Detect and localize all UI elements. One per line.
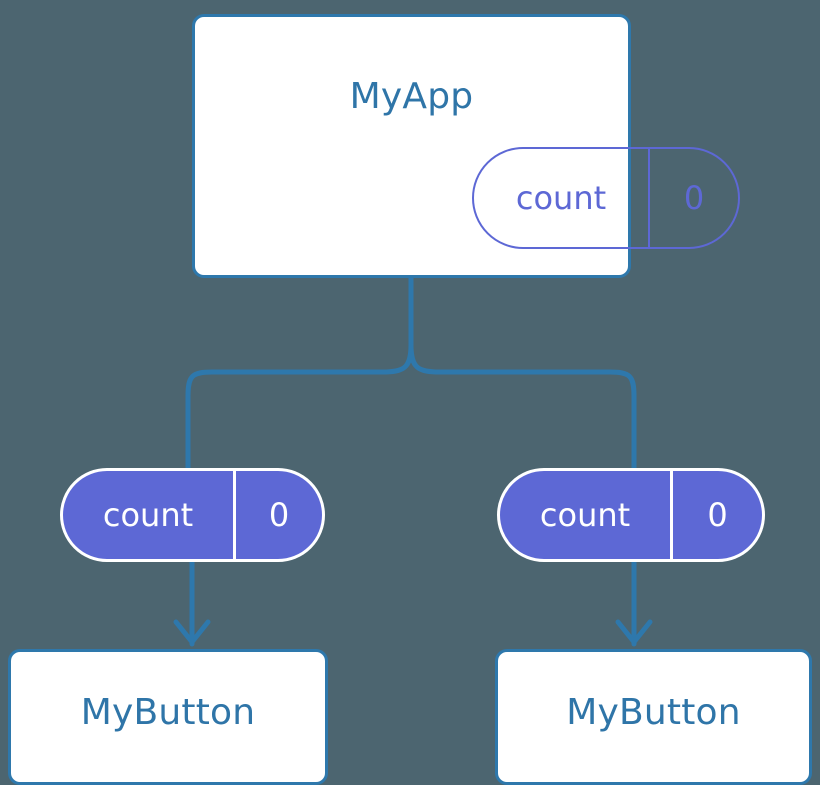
state-value-label: 0 [648,149,738,247]
component-box-mybutton-right[interactable]: MyButton [495,649,812,785]
arrow-head-left-icon [173,619,211,645]
state-value-label: 0 [670,471,762,559]
state-key-label: count [515,179,607,217]
component-box-mybutton-left[interactable]: MyButton [8,649,328,785]
state-pill-myapp[interactable]: count 0 [472,147,740,249]
component-box-myapp[interactable]: MyApp count 0 [192,14,740,278]
fork-line-right [408,342,637,471]
state-value-label: 0 [233,471,322,559]
fork-line-left [185,342,414,471]
state-key-label: count [102,496,194,534]
component-title-myapp: MyApp [349,76,474,117]
state-pill-child-left[interactable]: count 0 [60,468,325,562]
state-pill-child-right[interactable]: count 0 [497,468,765,562]
component-title-mybutton: MyButton [80,692,256,733]
component-title-mybutton: MyButton [566,692,741,733]
arrow-head-right-icon [615,619,653,645]
state-key-label: count [539,496,631,534]
